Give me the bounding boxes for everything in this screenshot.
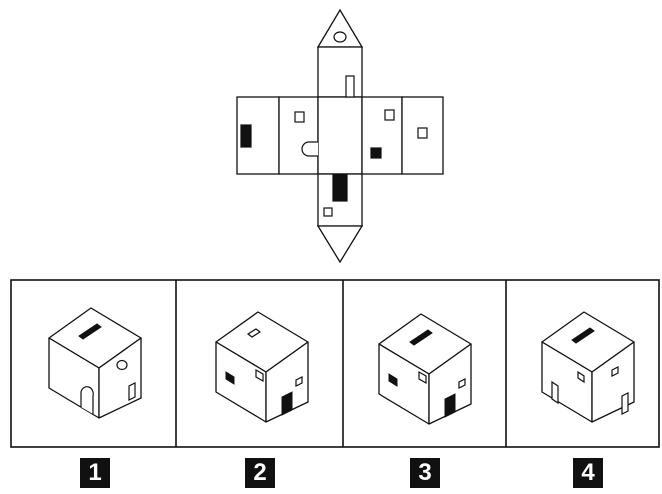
- net-top-panel: [317, 46, 363, 98]
- small-window-icon: [384, 109, 395, 121]
- small-window-icon: [458, 378, 466, 389]
- black-window-icon: [409, 329, 433, 346]
- option-3-label[interactable]: 3: [410, 458, 440, 488]
- net-details: [240, 31, 428, 217]
- net-face-roof-left: [278, 96, 319, 175]
- door-outline-icon: [128, 382, 136, 401]
- net-face-roof-right: [361, 96, 403, 175]
- house-option-4[interactable]: [541, 311, 635, 423]
- black-door-icon: [332, 174, 348, 202]
- small-window-icon: [294, 111, 305, 123]
- arched-door-icon: [80, 386, 94, 414]
- round-window-icon: [333, 31, 347, 43]
- black-window-icon: [225, 371, 235, 385]
- black-door-icon: [281, 391, 293, 416]
- black-window-icon: [571, 327, 595, 344]
- door-outline-icon: [345, 75, 355, 98]
- small-window-icon: [611, 366, 619, 377]
- small-window-icon: [418, 370, 427, 385]
- options-grid: [10, 279, 660, 448]
- option-1-label[interactable]: 1: [80, 458, 110, 488]
- black-window-icon: [370, 147, 382, 159]
- round-window-icon: [116, 359, 128, 371]
- house-option-1[interactable]: [48, 307, 142, 419]
- door-outline-icon: [551, 380, 559, 405]
- arched-door-icon: [301, 141, 318, 157]
- small-window-icon: [577, 370, 585, 384]
- black-window-icon: [388, 373, 398, 387]
- black-window-icon: [78, 323, 102, 340]
- option-4-label[interactable]: 4: [573, 458, 603, 488]
- black-door-icon: [444, 393, 456, 418]
- net-face-center: [317, 96, 363, 175]
- small-window-icon: [417, 127, 428, 139]
- house-option-3[interactable]: [378, 313, 472, 425]
- house-net: [236, 8, 444, 264]
- small-window-icon: [255, 368, 264, 383]
- black-door-icon: [240, 124, 252, 148]
- house-option-2[interactable]: [215, 311, 309, 423]
- small-window-icon: [323, 207, 333, 217]
- option-2-label[interactable]: 2: [245, 458, 275, 488]
- small-window-icon: [246, 328, 262, 338]
- door-outline-icon: [621, 392, 629, 415]
- small-window-icon: [295, 376, 303, 387]
- net-bottom-gable: [316, 225, 364, 264]
